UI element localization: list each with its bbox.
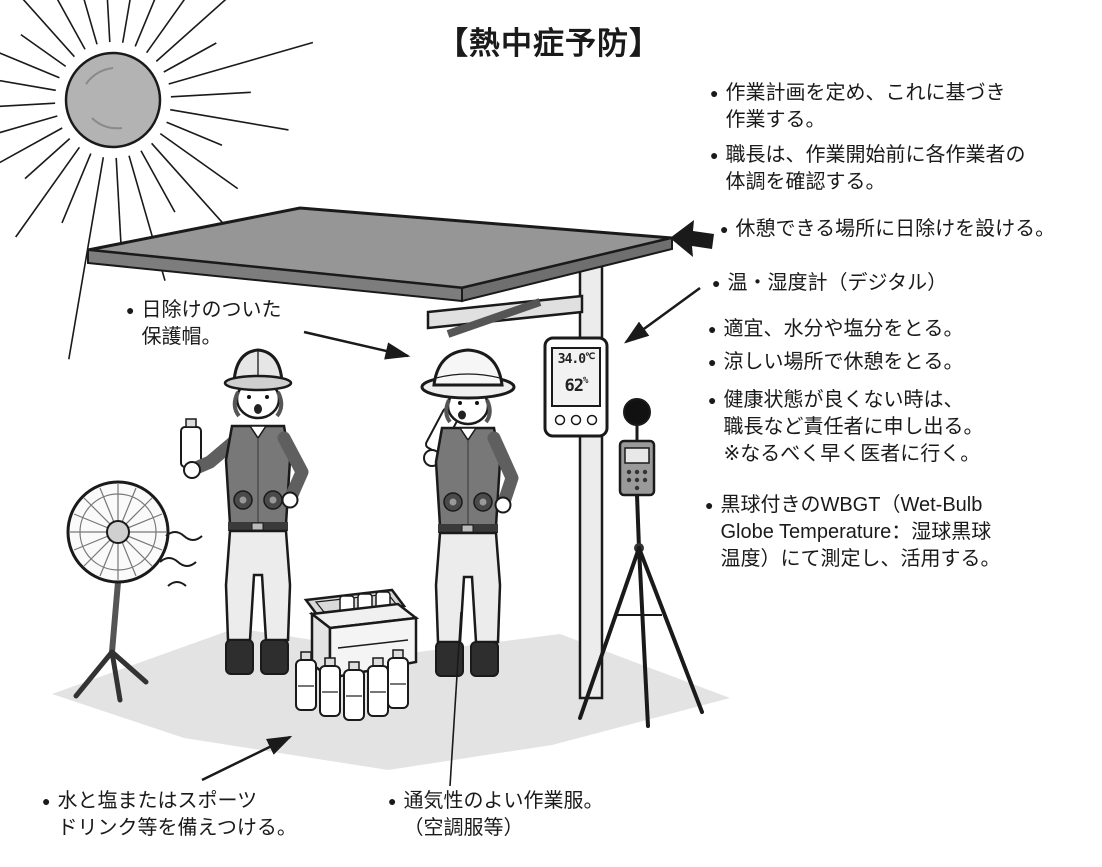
water-bottles (295, 649, 409, 721)
bullet-icon: ● (705, 497, 714, 513)
bullet-icon: ● (710, 147, 719, 163)
note-wbgt: ● 黒球付きのWBGT（Wet-Bulb Globe Temperature：湿… (705, 492, 1000, 573)
bullet-icon: ● (710, 85, 719, 101)
bullet-icon: ● (708, 392, 717, 408)
worker-right (420, 348, 519, 677)
jacket-fan-vents (443, 492, 493, 512)
bullet-icon: ● (42, 793, 51, 809)
bullet-icon: ● (126, 302, 135, 318)
callout-arrows (201, 220, 714, 787)
page-title: 【熱中症予防】 (437, 26, 661, 61)
sun-icon (0, 0, 314, 360)
note-foreman-check: ● 職長は、作業開始前に各作業者の 体調を確認する。 (710, 142, 1025, 196)
wbgt-meter (578, 398, 704, 728)
tripod (578, 494, 704, 728)
note-report-condition: ● 健康状態が良くない時は、 職長など責任者に申し出る。 ※なるべく早く医者に行… (708, 387, 983, 468)
arrow-helmet (303, 330, 411, 360)
leader-clothing (449, 611, 462, 787)
bullet-icon: ● (712, 275, 721, 291)
note-work-plan: ● 作業計画を定め、これに基づき 作業する。 (710, 80, 1005, 134)
arrow-thermometer (623, 286, 701, 344)
thermometer-humidity: 62% (564, 376, 589, 396)
electric-fan (66, 480, 203, 703)
note-thermo-hygrometer: ● 温・湿度計（デジタル） (712, 270, 947, 297)
note-shade-rest-area: ● 休憩できる場所に日除けを設ける。 (720, 216, 1055, 243)
note-rest-cool-place: ● 涼しい場所で休憩をとる。 (708, 349, 963, 376)
thermometer-temperature: 34.0℃ (557, 352, 595, 367)
bullet-icon: ● (720, 221, 729, 237)
note-water-salt: ● 適宜、水分や塩分をとる。 (708, 316, 963, 343)
callout-water-salt-stock: ● 水と塩またはスポーツ ドリンク等を備えつける。 (42, 788, 297, 842)
callout-breathable-clothing: ● 通気性のよい作業服。 （空調服等） (388, 788, 603, 842)
arrow-shade-area (670, 220, 714, 257)
bullet-icon: ● (388, 793, 397, 809)
bullet-icon: ● (708, 321, 717, 337)
bullet-icon: ● (708, 354, 717, 370)
worker-left (180, 348, 309, 675)
arrow-water (201, 735, 293, 782)
thermo-hygrometer (543, 336, 609, 438)
callout-shade-helmet: ● 日除けのついた 保護帽。 (126, 297, 281, 351)
jacket-fan-vents (233, 490, 283, 510)
